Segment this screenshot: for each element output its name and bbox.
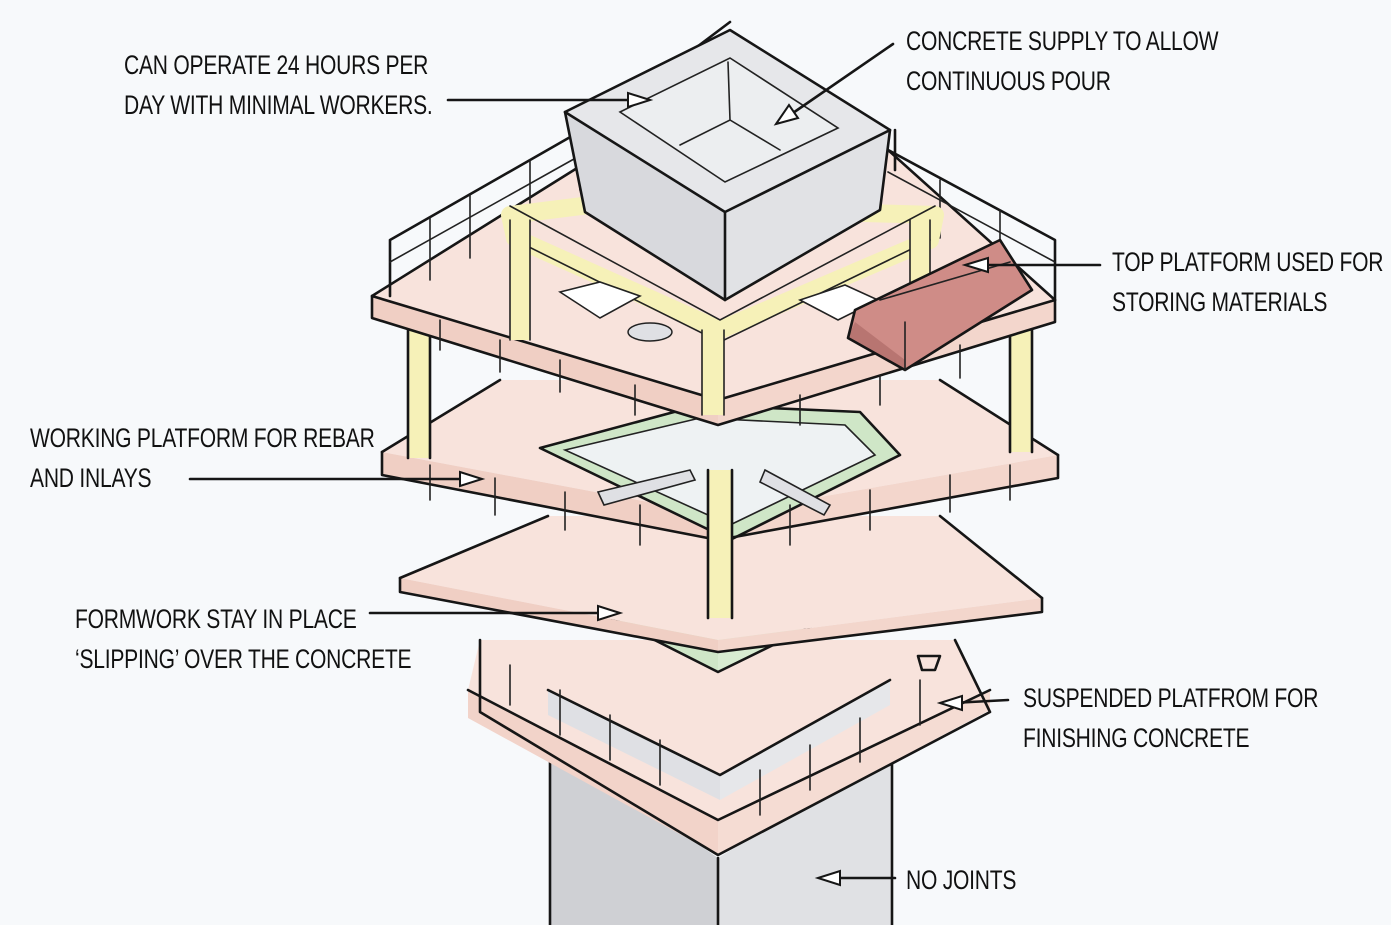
leader-lines <box>188 42 1102 887</box>
annotation-formwork: FORMWORK STAY IN PLACE ‘SLIPPING’ OVER T… <box>75 599 412 679</box>
working-platform <box>380 378 1060 546</box>
annotation-working-platform: WORKING PLATFORM FOR REBAR AND INLAYS <box>30 418 375 498</box>
annotation-line: SUSPENDED PLATFROM FOR <box>1023 683 1319 713</box>
safety-railing <box>388 20 1057 302</box>
annotation-concrete-supply: CONCRETE SUPPLY TO ALLOW CONTINUOUS POUR <box>906 21 1219 101</box>
concrete-hopper <box>563 28 892 302</box>
annotation-line: CONCRETE SUPPLY TO ALLOW <box>906 26 1219 56</box>
concrete-column <box>548 740 894 925</box>
annotation-no-joints: NO JOINTS <box>906 860 1016 900</box>
annotation-line: FINISHING CONCRETE <box>1023 723 1250 753</box>
annotation-line: CONTINUOUS POUR <box>906 66 1111 96</box>
annotation-line: STORING MATERIALS <box>1112 287 1328 317</box>
annotation-line: AND INLAYS <box>30 463 152 493</box>
annotation-line: FORMWORK STAY IN PLACE <box>75 604 357 634</box>
annotation-line: ‘SLIPPING’ OVER THE CONCRETE <box>75 644 412 674</box>
annotation-line: TOP PLATFORM USED FOR <box>1112 247 1384 277</box>
support-posts <box>406 318 1034 620</box>
annotation-operate: CAN OPERATE 24 HOURS PER DAY WITH MINIMA… <box>124 45 433 125</box>
annotation-line: CAN OPERATE 24 HOURS PER <box>124 50 429 80</box>
annotation-top-platform: TOP PLATFORM USED FOR STORING MATERIALS <box>1112 242 1383 322</box>
annotation-line: NO JOINTS <box>906 865 1017 895</box>
suspended-finishing-platform <box>466 638 992 857</box>
annotation-line: WORKING PLATFORM FOR REBAR <box>30 423 375 453</box>
annotation-line: DAY WITH MINIMAL WORKERS. <box>124 90 433 120</box>
annotation-suspended-platform: SUSPENDED PLATFROM FOR FINISHING CONCRET… <box>1023 678 1318 758</box>
